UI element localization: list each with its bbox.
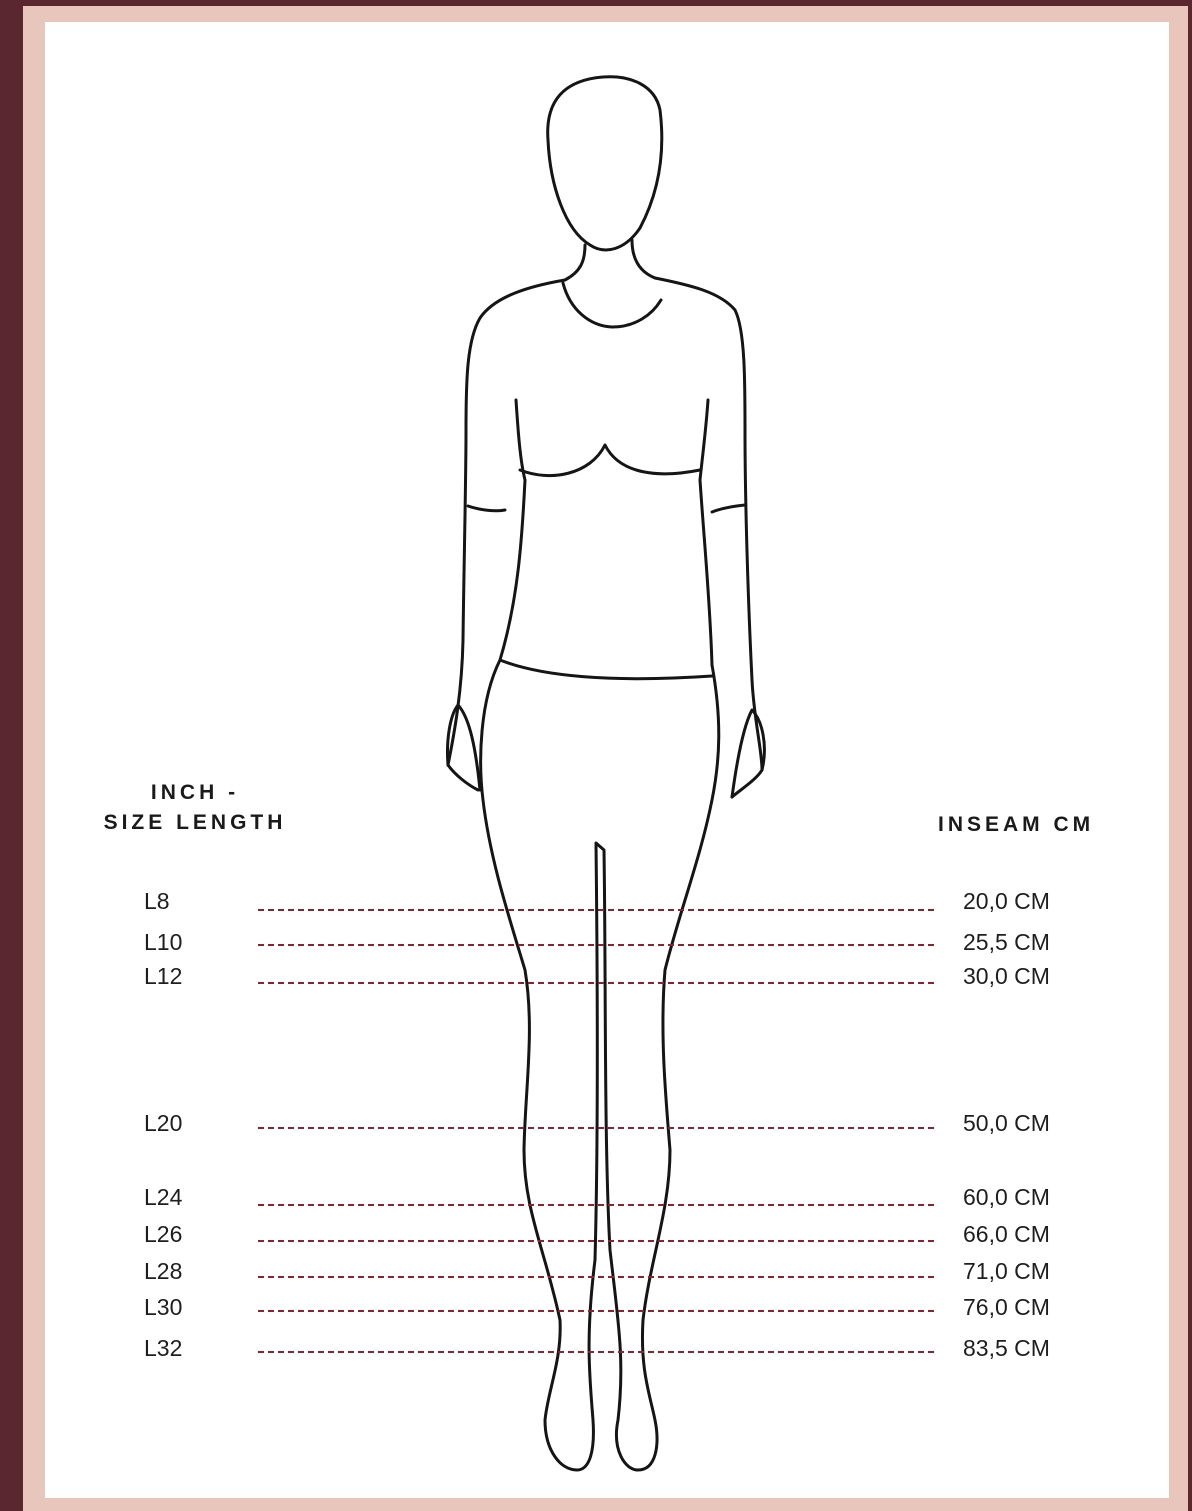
guide-line [258, 1276, 934, 1278]
size-label: L24 [144, 1184, 182, 1210]
inseam-value: 25,5 CM [963, 929, 1050, 955]
guide-line [258, 1240, 934, 1242]
inseam-value: 50,0 CM [963, 1110, 1050, 1136]
guide-line [258, 909, 934, 911]
header-line-2: SIZE LENGTH [95, 808, 295, 838]
guide-line [258, 944, 934, 946]
neck-outline [565, 240, 655, 280]
inseam-cm-header: INSEAM CM [938, 810, 1138, 840]
bust-line [520, 445, 700, 476]
left-arm-band [468, 506, 505, 511]
guide-line [258, 1204, 934, 1206]
size-label: L20 [144, 1110, 182, 1136]
guide-line [258, 1127, 934, 1129]
size-label: L26 [144, 1221, 182, 1247]
size-label: L28 [144, 1258, 182, 1284]
neckline [563, 283, 661, 327]
inseam-value: 60,0 CM [963, 1184, 1050, 1210]
size-length-header: INCH - SIZE LENGTH [95, 778, 295, 838]
right-arm-outline [655, 278, 762, 797]
left-arm-outline [448, 280, 565, 790]
inseam-value: 76,0 CM [963, 1294, 1050, 1320]
size-label: L10 [144, 929, 182, 955]
waist-line [500, 660, 712, 679]
size-label: L8 [144, 888, 170, 914]
inseam-value: 30,0 CM [963, 963, 1050, 989]
inseam-value: 20,0 CM [963, 888, 1050, 914]
size-label: L32 [144, 1335, 182, 1361]
guide-line [258, 1351, 934, 1353]
torso-right [700, 400, 712, 665]
torso-left [500, 400, 525, 660]
guide-line [258, 1310, 934, 1312]
size-label: L12 [144, 963, 182, 989]
right-arm-band [712, 505, 745, 512]
inseam-value: 83,5 CM [963, 1335, 1050, 1361]
header-line-1: INCH - [95, 778, 295, 808]
size-label: L30 [144, 1294, 182, 1320]
left-leg-outer [481, 660, 719, 1470]
inseam-value: 66,0 CM [963, 1221, 1050, 1247]
guide-line [258, 982, 934, 984]
head-outline [548, 77, 662, 250]
inseam-value: 71,0 CM [963, 1258, 1050, 1284]
